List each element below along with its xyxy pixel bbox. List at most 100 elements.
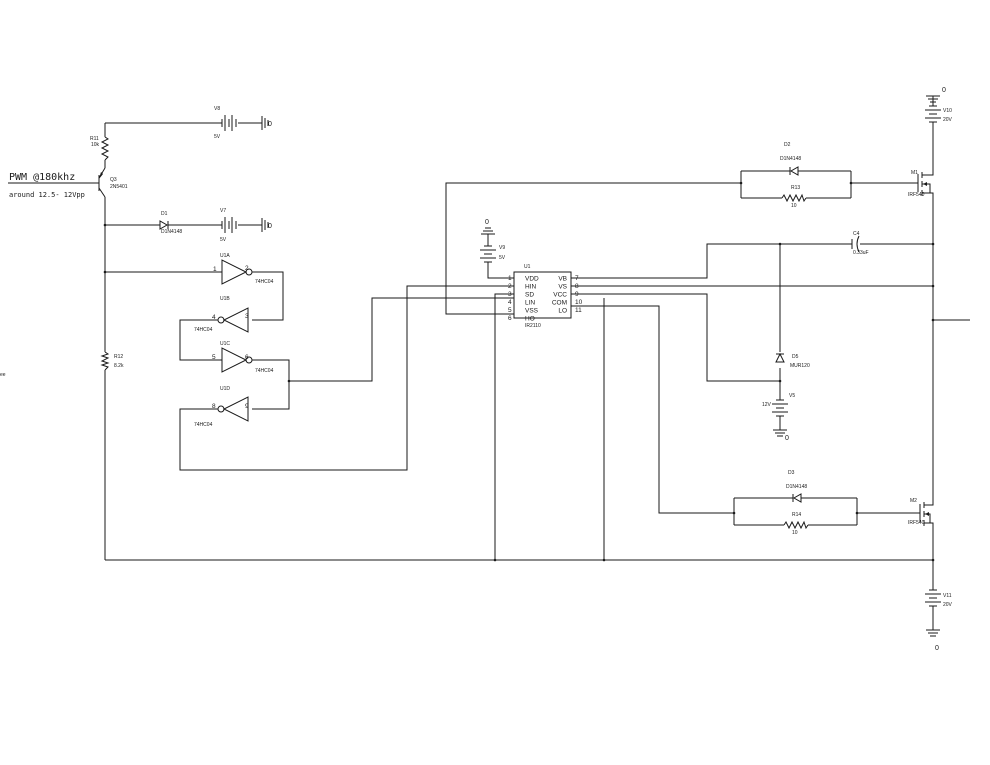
u1b-part: 74HC04: [194, 327, 213, 333]
inverter-u1d: U1D 8 9 74HC04: [194, 386, 249, 428]
capacitor-c4: C4 0.33uF: [851, 231, 869, 256]
transistor-q3: Q3 2N5401: [93, 167, 128, 198]
ground-label: 0: [485, 219, 489, 226]
v8-value: 5V: [214, 134, 221, 140]
d5-value: MUR120: [790, 363, 810, 369]
r14-value: 10: [792, 530, 798, 536]
resistor-r14: R14 10: [783, 512, 809, 536]
ic-pin-number: 9: [575, 291, 579, 298]
ic-pin-number: 10: [575, 299, 583, 306]
diode-d2: D2 D1N4148: [780, 142, 801, 176]
ic-pin-name: VSS: [525, 307, 539, 314]
v9-ref: V9: [499, 245, 505, 251]
resistor-r13: R13 10: [781, 185, 807, 209]
d5-ref: D5: [792, 354, 799, 360]
left-edge-label: ee: [0, 372, 6, 378]
r13-ref: R13: [791, 185, 800, 191]
ic-pin-number: 6: [508, 315, 512, 322]
ic-pin-number: 1: [508, 275, 512, 282]
diode-d5: D5 MUR120: [775, 352, 810, 369]
u1a-pin-out: 2: [245, 265, 249, 272]
ground-label: 0: [935, 645, 939, 652]
battery-v9: V9 5V: [480, 245, 506, 263]
mosfet-m2: M2 IRF540: [908, 498, 934, 526]
ground-symbol: 0: [773, 429, 789, 442]
battery-v10: V10 20V: [925, 105, 953, 123]
ic-pin-number: 5: [508, 307, 512, 314]
ground-symbol: 0: [926, 87, 946, 106]
battery-v11: V11 20V: [925, 589, 953, 608]
v5-value: 12V: [762, 402, 772, 408]
ic-pin-name: LO: [558, 307, 567, 314]
ground-label: 0: [942, 87, 946, 94]
u1-ref: U1: [524, 264, 531, 270]
v10-ref: V10: [943, 108, 952, 114]
v9-value: 5V: [499, 255, 506, 261]
ic-pin-number: 7: [575, 275, 579, 282]
u1c-ref: U1C: [220, 341, 230, 347]
ic-pin-name: HIN: [525, 283, 537, 290]
ic-pin-name: VDD: [525, 275, 539, 282]
d2-ref: D2: [784, 142, 791, 148]
u1d-pin-out: 8: [212, 403, 216, 410]
m1-value: IRF540: [908, 192, 925, 198]
ground-symbol: 0: [481, 219, 495, 246]
ic-pin-name: SD: [525, 291, 534, 298]
m2-value: IRF540: [908, 520, 925, 526]
ic-pin-name: HO: [525, 315, 535, 322]
v11-value: 20V: [943, 602, 953, 608]
r11-ref: R11: [90, 136, 99, 142]
ground-label: 0: [268, 121, 272, 128]
ic-pin-name: VB: [558, 275, 567, 282]
ic-pin-name: VS: [558, 283, 567, 290]
ic-pin-name: COM: [552, 299, 567, 306]
u1c-part: 74HC04: [255, 368, 274, 374]
d1-value: D1N4148: [161, 229, 182, 235]
ground-label: 0: [785, 435, 789, 442]
mosfet-m1: M1 IRF540: [908, 170, 934, 198]
ic-pin-name: VCC: [553, 291, 567, 298]
inverter-u1b: U1B 4 3 74HC04: [194, 296, 249, 333]
junctions: [103, 181, 935, 562]
ic-pin-number: 3: [508, 291, 512, 298]
pwm-note: PWM @180khz: [9, 172, 75, 183]
ground-symbol: 0: [926, 629, 940, 652]
u1d-ref: U1D: [220, 386, 230, 392]
amplitude-note: around 12.5- 12Vpp: [9, 191, 85, 199]
r12-ref: R12: [114, 354, 123, 360]
battery-v8: V8 5V: [214, 106, 237, 140]
ic-pin-number: 8: [575, 283, 579, 290]
ic-pin-number: 4: [508, 299, 512, 306]
battery-v7: V7 5V: [220, 208, 237, 243]
ground-label: 0: [268, 223, 272, 230]
r12-value: 8.2k: [114, 363, 124, 369]
q3-value: 2N5401: [110, 184, 128, 190]
v7-ref: V7: [220, 208, 226, 214]
ground-symbol: 0: [261, 116, 272, 130]
v11-ref: V11: [943, 593, 952, 599]
u1c-pin-in: 5: [212, 354, 216, 361]
q3-ref: Q3: [110, 177, 117, 183]
inverter-u1a: U1A 1 2 74HC04: [213, 253, 274, 285]
resistor-r12: R12 8.2k: [100, 351, 124, 371]
u1b-pin-in: 3: [245, 313, 249, 320]
ic-pin-number: 2: [508, 283, 512, 290]
u1a-part: 74HC04: [255, 279, 274, 285]
v7-value: 5V: [220, 237, 227, 243]
diode-d1: D1 D1N4148: [159, 211, 182, 235]
m2-ref: M2: [910, 498, 917, 504]
diode-d3: D3 D1N4148: [786, 470, 807, 503]
c4-value: 0.33uF: [853, 250, 869, 256]
ground-symbol: 0: [261, 218, 272, 232]
battery-v5: V5 12V: [762, 393, 795, 417]
u1b-pin-out: 4: [212, 314, 216, 321]
r14-ref: R14: [792, 512, 801, 518]
v8-ref: V8: [214, 106, 220, 112]
u1d-pin-in: 9: [245, 403, 249, 410]
d1-ref: D1: [161, 211, 168, 217]
m1-ref: M1: [911, 170, 918, 176]
u1a-ref: U1A: [220, 253, 230, 259]
